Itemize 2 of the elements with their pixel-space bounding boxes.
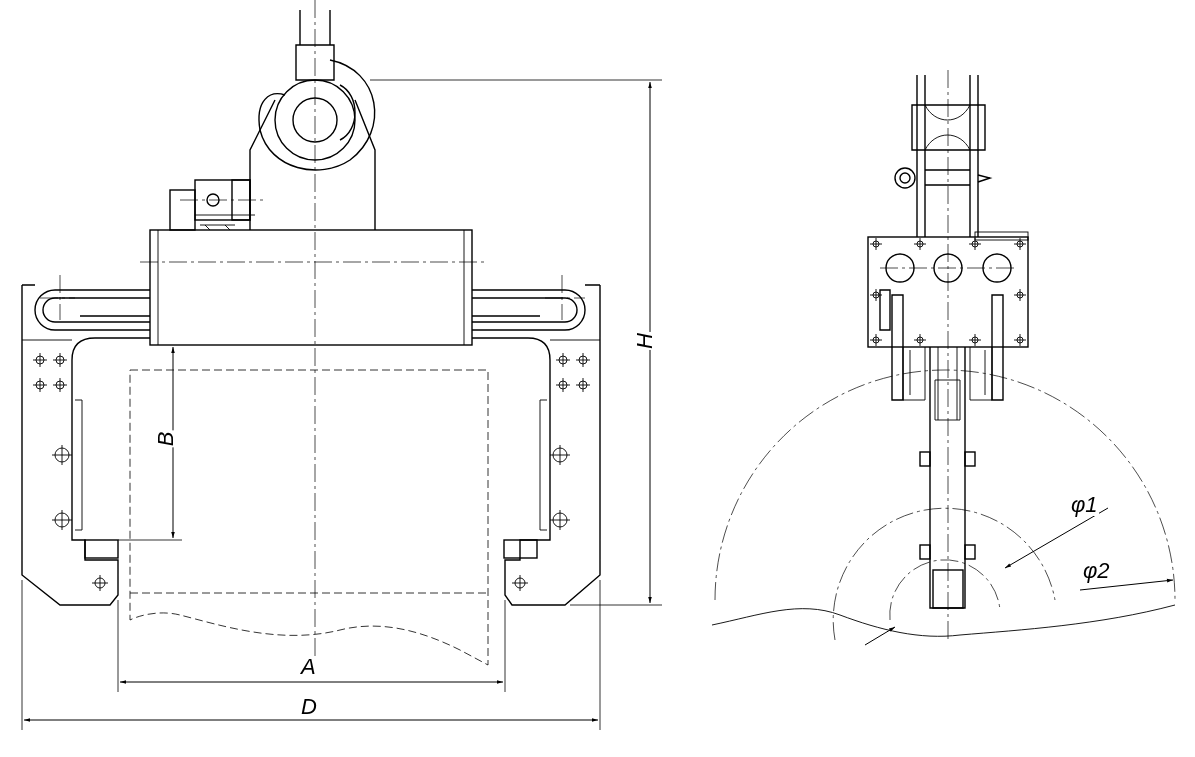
- dimension-label: φ1: [1070, 494, 1099, 516]
- dimension-label: φ2: [1082, 560, 1111, 582]
